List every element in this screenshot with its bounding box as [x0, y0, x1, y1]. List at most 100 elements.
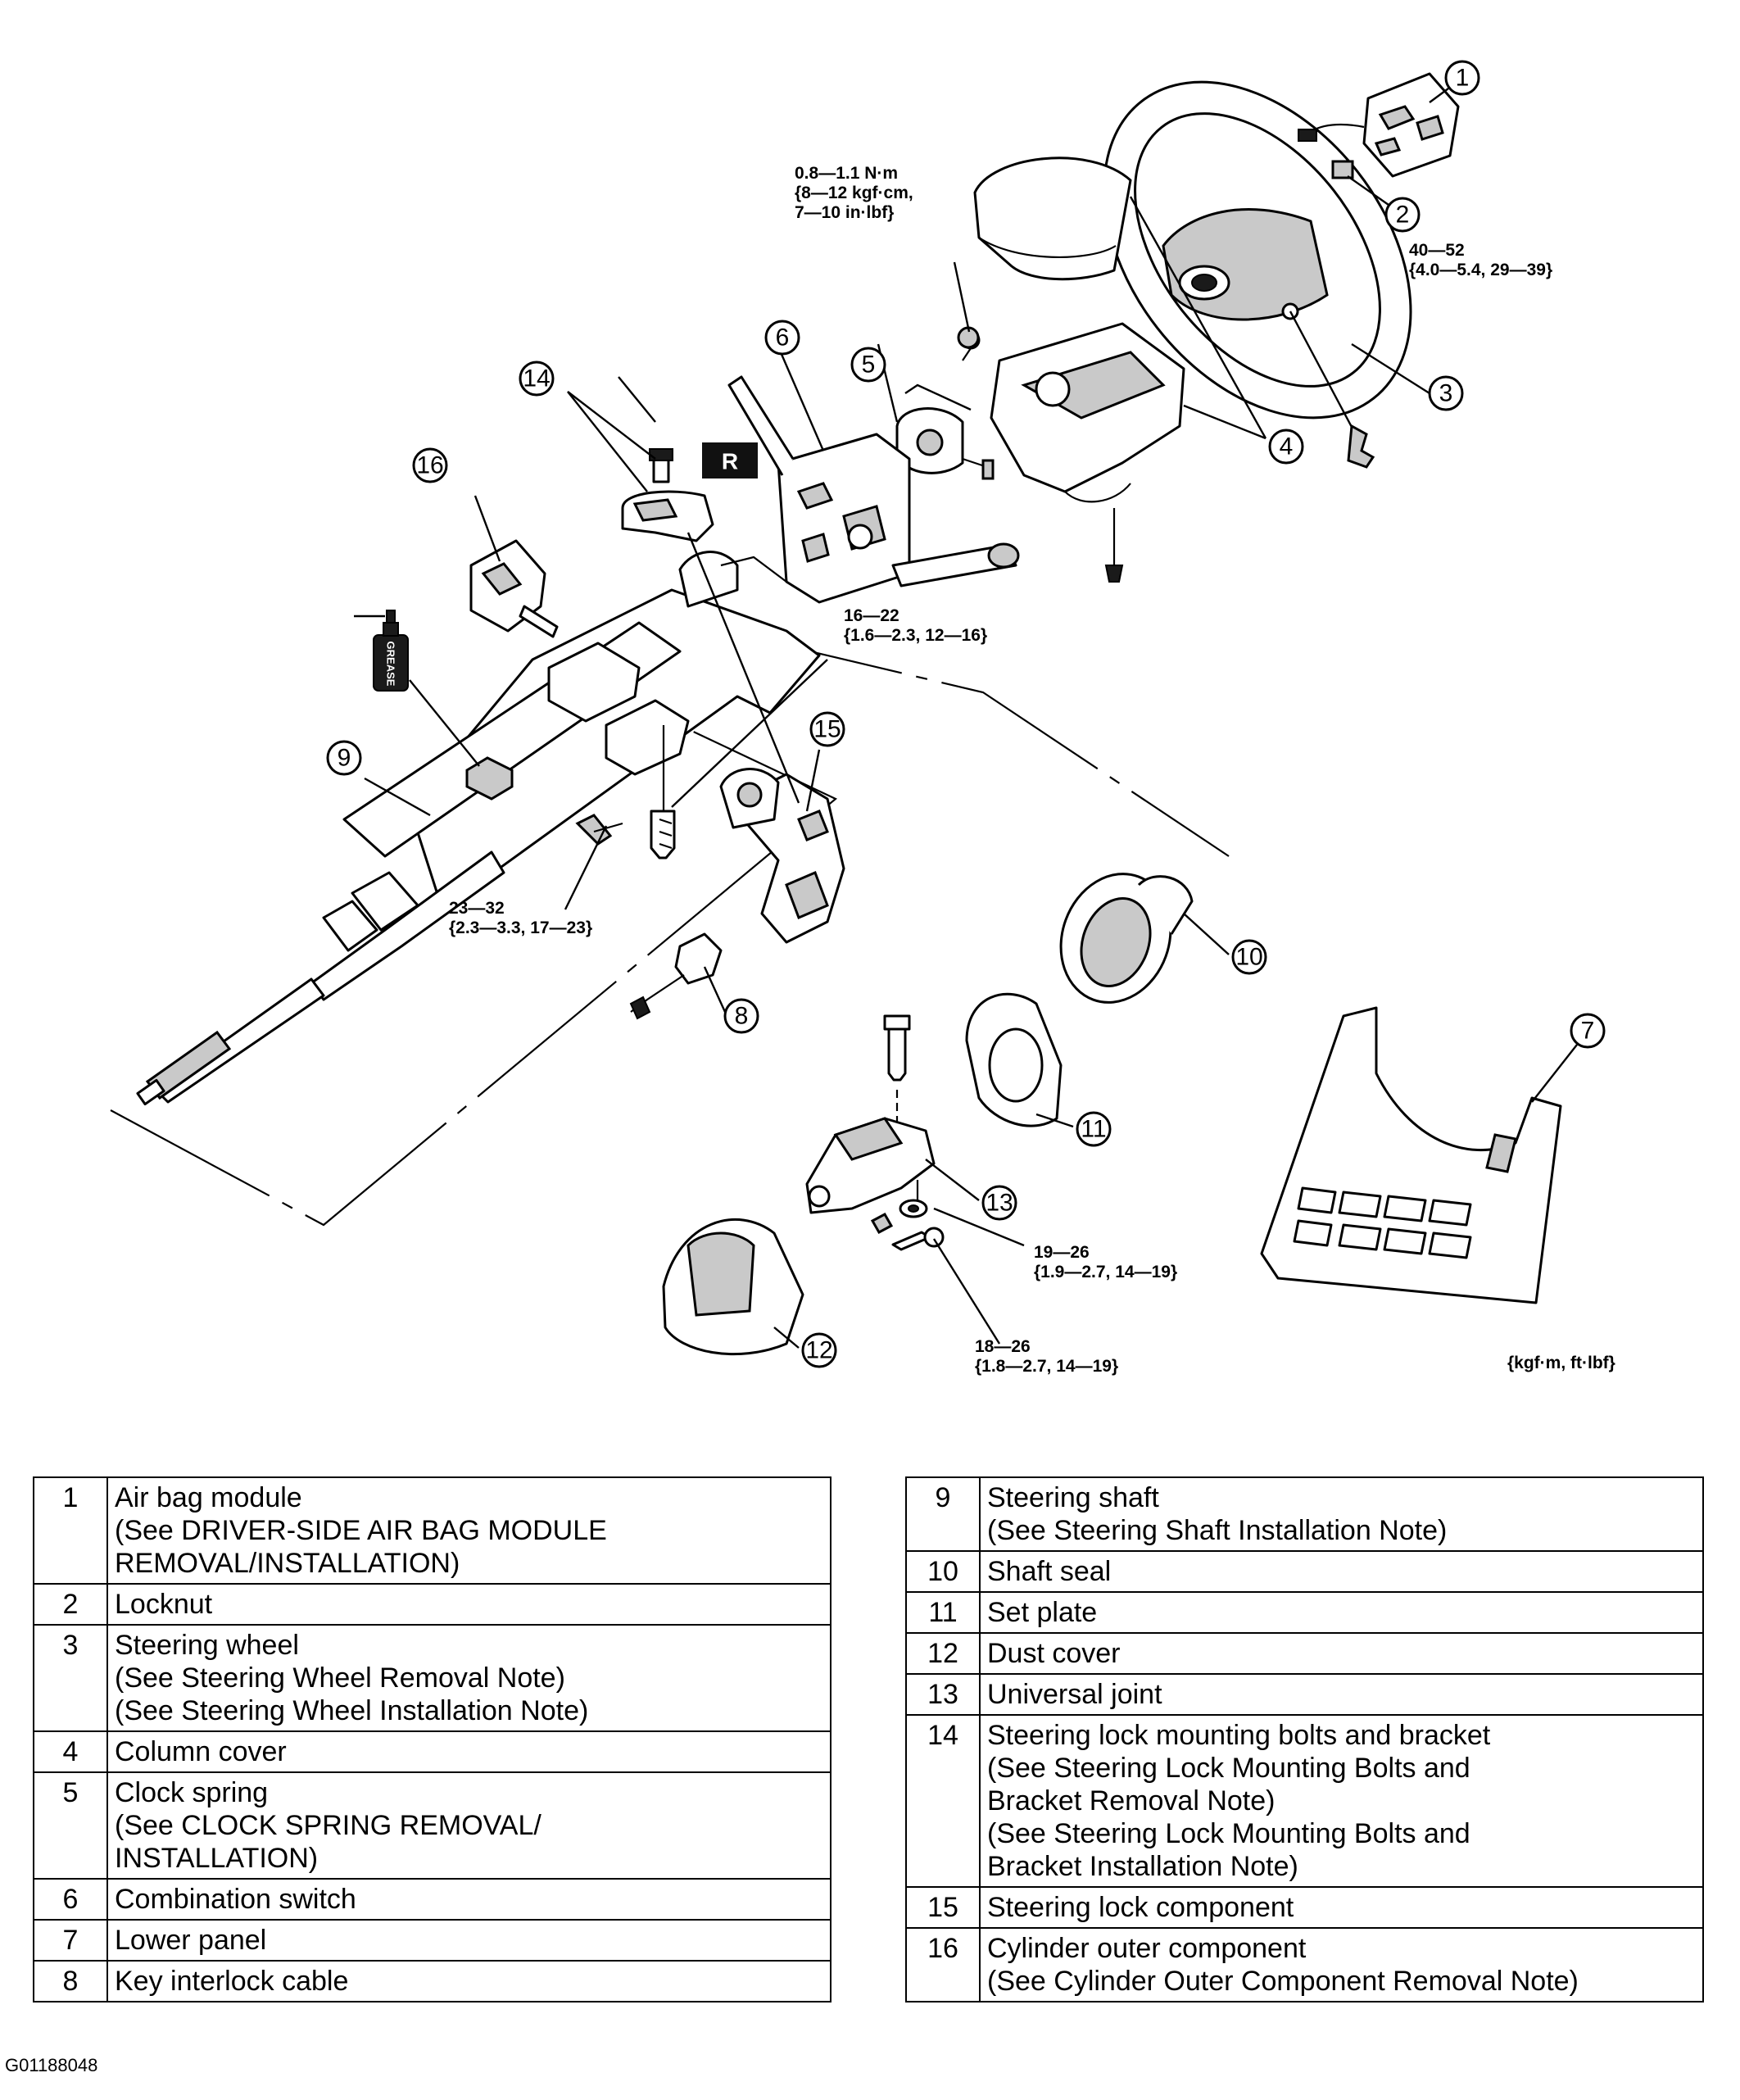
legend-part-name: Steering shaft [987, 1482, 1159, 1513]
lock-bracket-drawing [621, 448, 714, 542]
callout-label: 3 [1439, 380, 1453, 407]
torque-universal-joint-nut: 19—26 {1.9—2.7, 14—19} [1034, 1243, 1177, 1281]
callout-5: 5 [850, 347, 886, 383]
legend-number: 4 [33, 1730, 108, 1773]
callout-6: 6 [764, 320, 800, 356]
legend-description: Universal joint [979, 1673, 1704, 1716]
combination-switch-drawing [727, 375, 1020, 604]
universal-joint-drawing [805, 1014, 945, 1251]
callout-label: 1 [1456, 65, 1470, 92]
steering-shaft-drawing [136, 850, 505, 1106]
legend-number: 7 [33, 1919, 108, 1962]
legend-description: Key interlock cable [106, 1960, 831, 2002]
legend-note: Bracket Removal Note) [987, 1785, 1276, 1817]
callout-15: 15 [809, 711, 845, 747]
legend-note: (See CLOCK SPRING REMOVAL/ [115, 1810, 541, 1841]
callout-13: 13 [981, 1185, 1017, 1221]
callout-1: 1 [1444, 60, 1480, 96]
legend-number: 13 [905, 1673, 981, 1716]
legend-description: Steering wheel(See Steering Wheel Remova… [106, 1624, 831, 1732]
replace-mark: R [702, 442, 758, 479]
callout-16: 16 [412, 447, 448, 483]
legend-note: INSTALLATION) [115, 1843, 319, 1874]
callout-label: 10 [1235, 944, 1262, 971]
torque-steering-wheel-nut: 40—52 {4.0—5.4, 29—39} [1409, 241, 1552, 279]
grease-can-icon: GREASE [354, 610, 409, 692]
legend-note: (See DRIVER-SIDE AIR BAG MODULE [115, 1515, 607, 1546]
legend-number: 8 [33, 1960, 108, 2002]
callout-2: 2 [1384, 197, 1421, 233]
legend-part-name: Steering lock component [987, 1892, 1294, 1923]
callout-4: 4 [1268, 429, 1304, 465]
legend-part-name: Steering wheel [115, 1630, 299, 1661]
torque-line: {1.6—2.3, 12—16} [844, 626, 987, 645]
legend-description: Dust cover [979, 1632, 1704, 1675]
steering-lock-drawing [719, 768, 845, 944]
callout-12: 12 [801, 1332, 837, 1368]
legend-number: 1 [33, 1476, 108, 1585]
callout-label: 7 [1581, 1018, 1595, 1045]
figure-code: G01188048 [5, 2055, 98, 2075]
legend-number: 15 [905, 1886, 981, 1929]
callout-label: 16 [416, 452, 443, 479]
legend-part-name: Lower panel [115, 1925, 267, 1956]
legend-part-name: Air bag module [115, 1482, 302, 1513]
legend-part-name: Cylinder outer component [987, 1933, 1307, 1964]
callout-8: 8 [723, 998, 759, 1034]
torque-line: 16—22 [844, 606, 899, 625]
callout-11: 11 [1076, 1111, 1112, 1147]
legend-description: Air bag module(See DRIVER-SIDE AIR BAG M… [106, 1476, 831, 1585]
legend-number: 11 [905, 1591, 981, 1634]
steering-column-drawing [342, 551, 821, 911]
legend-description: Locknut [106, 1583, 831, 1626]
legend-number: 14 [905, 1714, 981, 1888]
set-plate-drawing [965, 992, 1063, 1127]
legend-description: Column cover [106, 1730, 831, 1773]
legend-part-name: Shaft seal [987, 1556, 1112, 1587]
legend-part-name: Set plate [987, 1597, 1098, 1628]
column-cover-drawing [961, 156, 1185, 583]
callout-10: 10 [1231, 939, 1267, 975]
legend-note: (See Steering Wheel Installation Note) [115, 1695, 589, 1726]
legend-note: (See Steering Shaft Installation Note) [987, 1515, 1448, 1546]
legend-note: (See Steering Wheel Removal Note) [115, 1662, 565, 1694]
legend-number: 12 [905, 1632, 981, 1675]
callout-label: 6 [776, 324, 790, 352]
replace-mark-label: R [722, 449, 738, 474]
callout-label: 15 [813, 716, 841, 743]
legend-part-name: Combination switch [115, 1884, 356, 1915]
grease-label: GREASE [385, 642, 397, 687]
legend-description: Lower panel [106, 1919, 831, 1962]
legend-part-name: Steering lock mounting bolts and bracket [987, 1720, 1491, 1751]
torque-line: {4.0—5.4, 29—39} [1409, 261, 1552, 279]
legend-part-name: Locknut [115, 1589, 213, 1620]
callout-label: 12 [805, 1337, 832, 1364]
legend-part-name: Universal joint [987, 1679, 1162, 1710]
torque-line: 7—10 in·lbf} [795, 203, 894, 222]
legend-description: Combination switch [106, 1878, 831, 1921]
torque-line: 19—26 [1034, 1243, 1090, 1262]
cylinder-outer-drawing [469, 539, 559, 638]
callout-3: 3 [1428, 375, 1464, 411]
legend-part-name: Dust cover [987, 1638, 1121, 1669]
legend-number: 9 [905, 1476, 981, 1552]
callout-label: 11 [1081, 1116, 1106, 1143]
clock-spring-drawing [895, 383, 995, 480]
torque-line: 40—52 [1409, 241, 1465, 260]
unit-note: {kgf·m, ft·lbf} [1507, 1354, 1615, 1372]
torque-line: {1.9—2.7, 14—19} [1034, 1263, 1177, 1281]
legend-number: 16 [905, 1927, 981, 2002]
legend-note: Bracket Installation Note) [987, 1851, 1298, 1882]
leader-lines [364, 88, 1578, 1349]
